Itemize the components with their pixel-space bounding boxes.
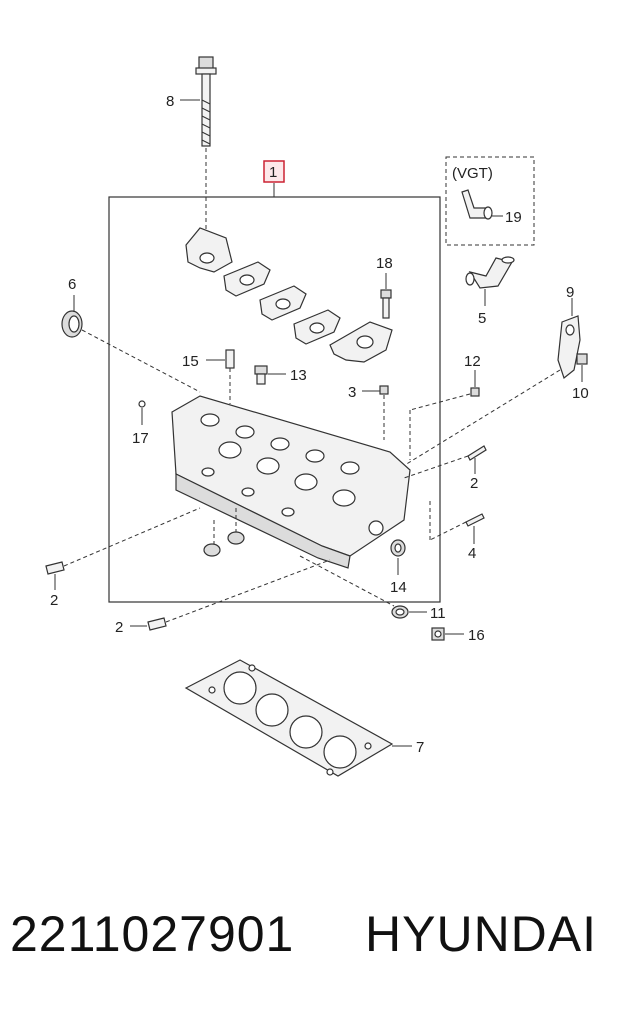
dowel-pin-icon [225, 349, 235, 369]
camshaft-cap-icon [259, 285, 307, 321]
engine-hanger-bracket-icon [557, 315, 581, 380]
label-6: 6 [68, 276, 76, 293]
label-2-left: 2 [50, 592, 58, 609]
label-11: 11 [430, 605, 446, 622]
label-18: 18 [376, 255, 393, 272]
label-16: 16 [468, 627, 485, 644]
sensor-plug-icon [470, 387, 480, 397]
pin-icon [138, 400, 146, 408]
label-14: 14 [390, 579, 407, 596]
plug-icon [254, 365, 268, 385]
label-10: 10 [572, 385, 589, 402]
label-15: 15 [182, 353, 199, 370]
label-2-bottom: 2 [115, 619, 123, 636]
cylinder-head-icon [171, 395, 411, 569]
coolant-hose-icon [465, 256, 515, 289]
label-7: 7 [416, 739, 424, 756]
label-2-right: 2 [470, 475, 478, 492]
label-3: 3 [348, 384, 356, 401]
cap-bolt-icon [380, 289, 392, 319]
label-17: 17 [132, 430, 149, 447]
stud-bolt-icon [147, 617, 167, 631]
stud-bolt-icon [45, 561, 65, 575]
label-4: 4 [468, 545, 476, 562]
vgt-box [445, 156, 535, 246]
expansion-plug-icon [203, 531, 245, 557]
label-13: 13 [290, 367, 307, 384]
label-8: 8 [166, 93, 174, 110]
oil-seal-icon [61, 310, 83, 338]
washer-icon [391, 605, 409, 619]
camshaft-cap-icon [223, 261, 271, 297]
label-9: 9 [566, 284, 574, 301]
nut-icon [576, 353, 588, 365]
label-vgt: (VGT) [452, 165, 493, 182]
o-ring-icon [390, 539, 406, 557]
small-plug-icon [379, 385, 389, 395]
head-gasket-icon [184, 659, 394, 777]
camshaft-cap-rear-icon [329, 321, 393, 363]
vgt-hose-icon [461, 189, 493, 220]
label-19: 19 [505, 209, 522, 226]
stud-bolt-icon [467, 445, 487, 461]
stud-bolt-icon [465, 513, 485, 527]
label-1: 1 [269, 164, 277, 181]
label-12: 12 [464, 353, 481, 370]
head-bolt-icon [195, 56, 217, 147]
highlight-box-1[interactable] [263, 160, 285, 183]
brand-caption: HYUNDAI [365, 906, 598, 962]
nut-icon [431, 627, 445, 641]
camshaft-cap-front-icon [185, 227, 233, 273]
part-number-caption: 2211027901 [10, 906, 295, 962]
camshaft-cap-icon [293, 309, 341, 345]
cylinder-head-exploded-diagram: 1 (VGT) 19 8 18 [45, 56, 589, 777]
label-5: 5 [478, 310, 486, 327]
